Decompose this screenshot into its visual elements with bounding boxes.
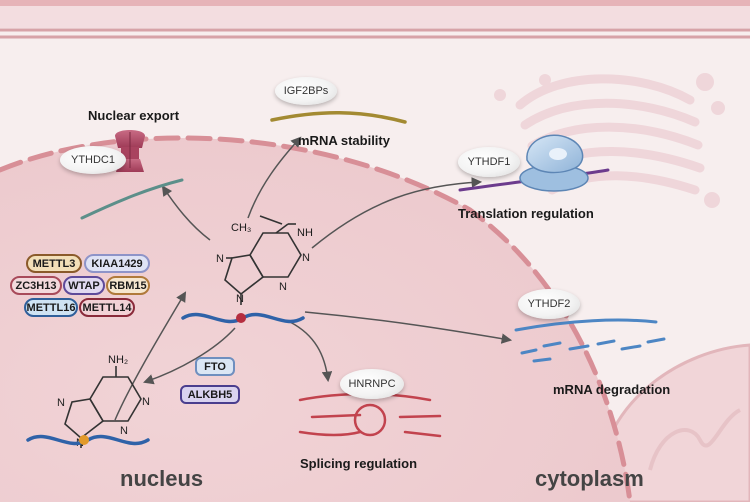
kiaa1429-writer: KIAA1429 [84, 254, 150, 273]
methyl-group-label: CH₃ [231, 222, 252, 234]
wtap-writer: WTAP [63, 276, 105, 295]
export-mrna [80, 178, 184, 220]
amine-label: NH₂ [108, 354, 129, 366]
translation-regulation-label: Translation regulation [458, 206, 594, 221]
n9-label: N [236, 293, 244, 305]
nucleus-body [0, 135, 633, 502]
n1-label-2: N [142, 396, 150, 408]
m6a-structure [224, 215, 302, 305]
spliced-mrna [298, 392, 442, 438]
n3-label-2: N [120, 425, 128, 437]
igf2bps-reader: IGF2BPs [275, 77, 337, 105]
m6a-site-dot [236, 313, 246, 323]
nuclear-pore [115, 130, 145, 172]
alkbh5-eraser: ALKBH5 [180, 385, 240, 404]
n3-label: N [279, 281, 287, 293]
n1-label: N [302, 252, 310, 264]
stabilized-mrna [270, 111, 407, 124]
ythdf2-reader: YTHDF2 [518, 289, 580, 319]
golgi-apparatus [494, 73, 725, 208]
rbm15-writer: RBM15 [106, 276, 150, 295]
rna-strands [26, 111, 666, 446]
m6a-ring-labels: N N N N [216, 252, 310, 305]
hnrnpc-reader: HNRNPC [340, 369, 404, 399]
ythdf1-reader: YTHDF1 [458, 147, 520, 177]
mettl16-writer: METTL16 [24, 298, 78, 317]
mrna-fragments [520, 337, 666, 363]
degrading-mrna [514, 318, 658, 332]
ythdc1-reader: YTHDC1 [60, 146, 126, 174]
nucleus-label: nucleus [120, 466, 204, 491]
ribosome [519, 134, 589, 192]
splicing-regulation-label: Splicing regulation [300, 456, 418, 471]
zc3h13-writer: ZC3H13 [10, 276, 62, 295]
n7-label: N [216, 253, 224, 265]
cell-membrane [0, 0, 750, 39]
pathway-arrows [114, 136, 513, 421]
methyl-nh-label: NH [297, 227, 313, 239]
mettl3-writer: METTL3 [26, 254, 82, 273]
cytoplasm-label: cytoplasm [535, 466, 644, 491]
fto-eraser: FTO [195, 357, 235, 376]
mettl14-writer: METTL14 [79, 298, 135, 317]
mrna-degradation-label: mRNA degradation [553, 382, 671, 397]
n7-label-2: N [57, 397, 65, 409]
adenine-site-dot [79, 435, 89, 445]
mrna-stability-label: mRNA stability [298, 133, 390, 148]
nuclear-export-label: Nuclear export [88, 108, 180, 123]
